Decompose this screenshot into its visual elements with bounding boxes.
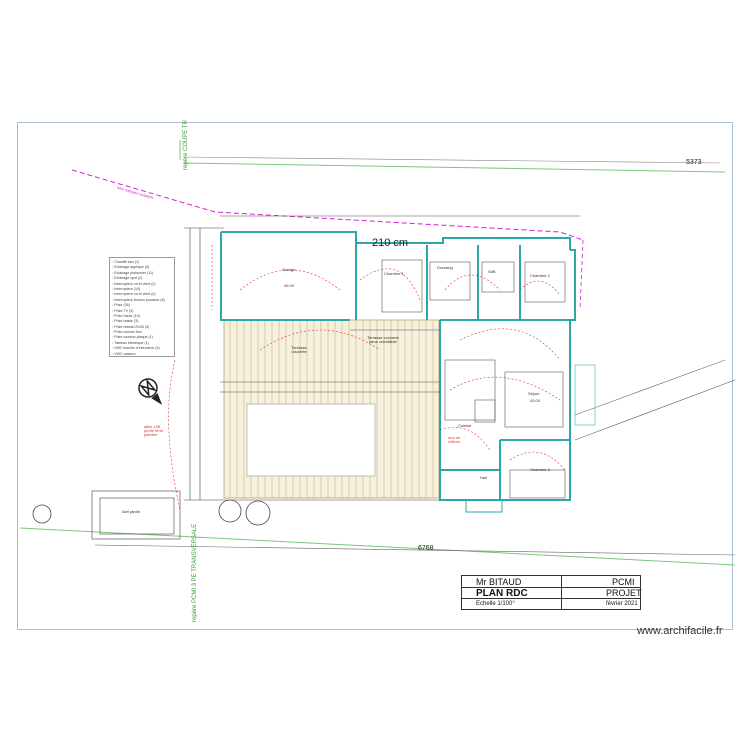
room-dressing-name: Dressing	[437, 265, 453, 270]
electrical-runs	[168, 245, 566, 511]
room-cuisine-name: Cuisine	[458, 423, 472, 428]
north-arrow-icon	[138, 378, 163, 405]
legend-item: ▫Prise cuisson plaque (1)	[112, 335, 153, 340]
legend-item: ▫Interrupteur va et vient (4)	[112, 292, 156, 297]
driveway-line-2	[574, 379, 736, 441]
legend-item: ▫VMC bouche d'extraction (4)	[112, 346, 160, 351]
site-features	[91, 227, 440, 540]
plan-title: PLAN RDC	[476, 588, 528, 599]
room-sejour-name: Séjour	[528, 391, 540, 396]
property-boundary	[71, 169, 584, 241]
legend-item: ▫Eclairage plafonnier (11)	[112, 270, 154, 275]
room-garage-area: 45.00	[284, 283, 295, 288]
legend-item: ▫Prise haute (10)	[112, 313, 140, 318]
road-label-bottom: repère PCMI 3 PE TRANSVERSALE	[192, 523, 198, 622]
note-left: allée 10ft pente terre plantée	[144, 424, 164, 437]
legend-item: ▫Interrupteur bouton poussoir (6)	[112, 297, 165, 302]
pool-area	[246, 403, 376, 477]
window-frame	[574, 364, 596, 426]
legend-item: ▫Prise réseau RJ45 (4)	[112, 324, 150, 329]
road-label-top: repère COUPE TR	[183, 120, 189, 170]
plan-status: PROJET	[606, 588, 642, 598]
legend-item: ▫Interrupteur va et vient (2)	[112, 281, 156, 286]
legend-item: ▫Interrupteur (10)	[112, 286, 141, 291]
drawing-frame	[17, 122, 733, 630]
plan-date: février 2021	[606, 601, 638, 607]
driveway-line-1	[574, 359, 726, 416]
dimension-bottom-line	[94, 544, 736, 556]
legend-item: ▫Prise TV (3)	[112, 308, 134, 313]
room-garage-name: Garage	[282, 267, 296, 272]
legend-item: ▫VMC caisson	[112, 351, 136, 356]
legend-item: ▫Chauffe eau (1)	[112, 260, 140, 264]
watermark: www.archifacile.fr	[637, 625, 723, 637]
road-line-top	[183, 162, 726, 173]
room-hall-name: Hall	[480, 475, 487, 480]
client-name: Mr BITAUD	[476, 577, 522, 587]
legend-item: ▫Eclairage applique (4)	[112, 265, 150, 270]
dimension-top-label: 5373	[686, 159, 702, 166]
doc-code: PCMI	[612, 577, 635, 587]
legend-item: ▫Prise (36)	[112, 303, 130, 308]
note-center: mur de clôture	[448, 435, 461, 444]
legend-item: ▫Prise basse (3)	[112, 319, 139, 324]
grey-line-top	[183, 156, 721, 164]
legend-item: ▫Tableau électrique (1)	[112, 340, 149, 345]
property-boundary-right	[579, 239, 584, 311]
plan-scale: Echelle 1/100°	[476, 601, 515, 607]
house-walls	[220, 231, 576, 501]
title-block: Mr BITAUD PCMI PLAN RDC PROJET Echelle 1…	[461, 575, 642, 610]
interior-details	[220, 259, 566, 513]
room-chambre3-name: Chambre 3	[530, 467, 550, 472]
tree-symbols	[32, 499, 271, 526]
dimension-window-label: 210 cm	[372, 237, 409, 249]
room-sdb-name: SdB	[488, 269, 496, 274]
room-chambre2-name: Chambre 2	[530, 273, 550, 278]
room-chambre1-name: Chambre 1	[384, 271, 404, 276]
dimension-bottom-label: 6768	[418, 545, 434, 552]
room-terrasse-couverte-name: Terrasse couverte	[291, 345, 307, 354]
electrical-legend: ▫Chauffe eau (1) ▫Eclairage applique (4)…	[109, 257, 175, 357]
legend-item: ▫Prise cuisine four	[112, 330, 142, 335]
legend-item: ▫Eclairage spot (2)	[112, 276, 143, 281]
room-abri-name: Abri jardin	[122, 509, 141, 514]
room-terrasse-lame-name: Terrasse couverte lame orientable	[367, 335, 399, 344]
road-line-bottom	[19, 527, 736, 566]
room-sejour-area: 43.00	[530, 398, 541, 403]
